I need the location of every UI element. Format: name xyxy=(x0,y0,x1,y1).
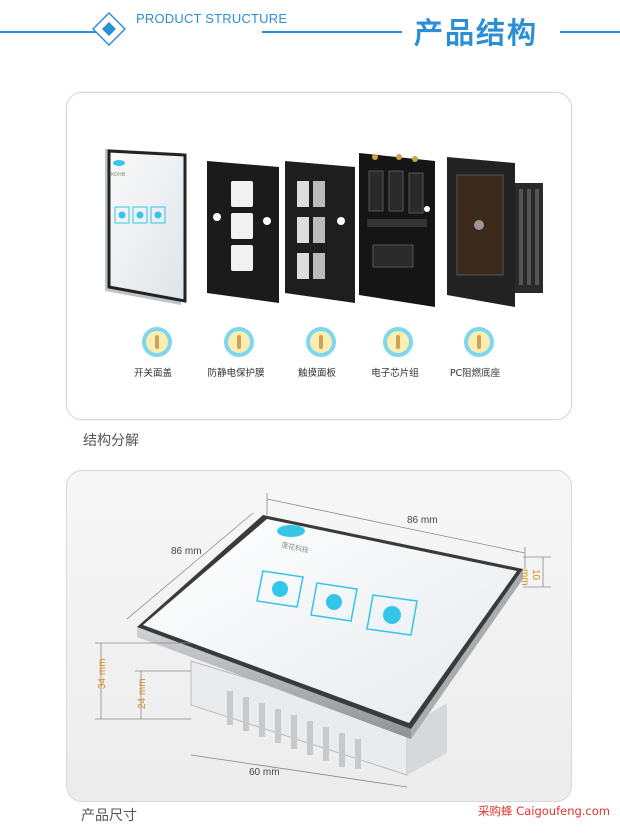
dimensions-panel: 86 mm 86 mm 10 mm 34 mm 24 mm 60 mm 莲花科技 xyxy=(66,470,572,802)
switch-3d-image xyxy=(95,493,551,788)
diamond-icon xyxy=(92,12,126,46)
bulb-icon-2 xyxy=(224,327,254,357)
part-label-chip: 电子芯片组 xyxy=(371,368,419,379)
dim-thickness: 10 mm xyxy=(519,569,541,586)
dim-width-top: 86 mm xyxy=(407,515,438,526)
part-label-cover: 开关面盖 xyxy=(133,368,172,379)
chip-board-image xyxy=(359,153,435,307)
structure-panel: KOHB 开关 xyxy=(66,92,572,420)
bulb-icon-4 xyxy=(383,327,413,357)
bulb-icon-3 xyxy=(306,327,336,357)
part-label-touch: 触摸面板 xyxy=(297,368,336,379)
bulb-icon-1 xyxy=(142,327,172,357)
header-title-en: PRODUCT STRUCTURE xyxy=(136,11,288,26)
header-line-left xyxy=(0,31,96,33)
dimensions-caption: 产品尺寸 xyxy=(81,808,137,824)
pc-base-image xyxy=(447,157,543,307)
dim-height-base: 24 mm xyxy=(137,678,148,709)
dim-depth-left: 86 mm xyxy=(171,546,202,557)
dim-base-width: 60 mm xyxy=(249,767,280,778)
switch-cover-image: KOHB xyxy=(105,149,187,305)
protective-film-image xyxy=(207,161,279,303)
header-line-mid xyxy=(262,31,402,33)
touch-panel-image xyxy=(285,161,355,303)
bulb-icon-5 xyxy=(464,327,494,357)
part-label-film: 防静电保护膜 xyxy=(207,368,265,379)
part-label-base: PC阻燃底座 xyxy=(449,368,501,379)
structure-caption: 结构分解 xyxy=(83,433,139,449)
header-title-cn: 产品结构 xyxy=(414,16,539,50)
header-line-right xyxy=(560,31,620,33)
cover-brand-text: KOHB xyxy=(111,172,126,178)
dim-height-total: 34 mm xyxy=(97,658,108,689)
watermark-text: 采购蜂 Caigoufeng.com xyxy=(478,804,610,818)
